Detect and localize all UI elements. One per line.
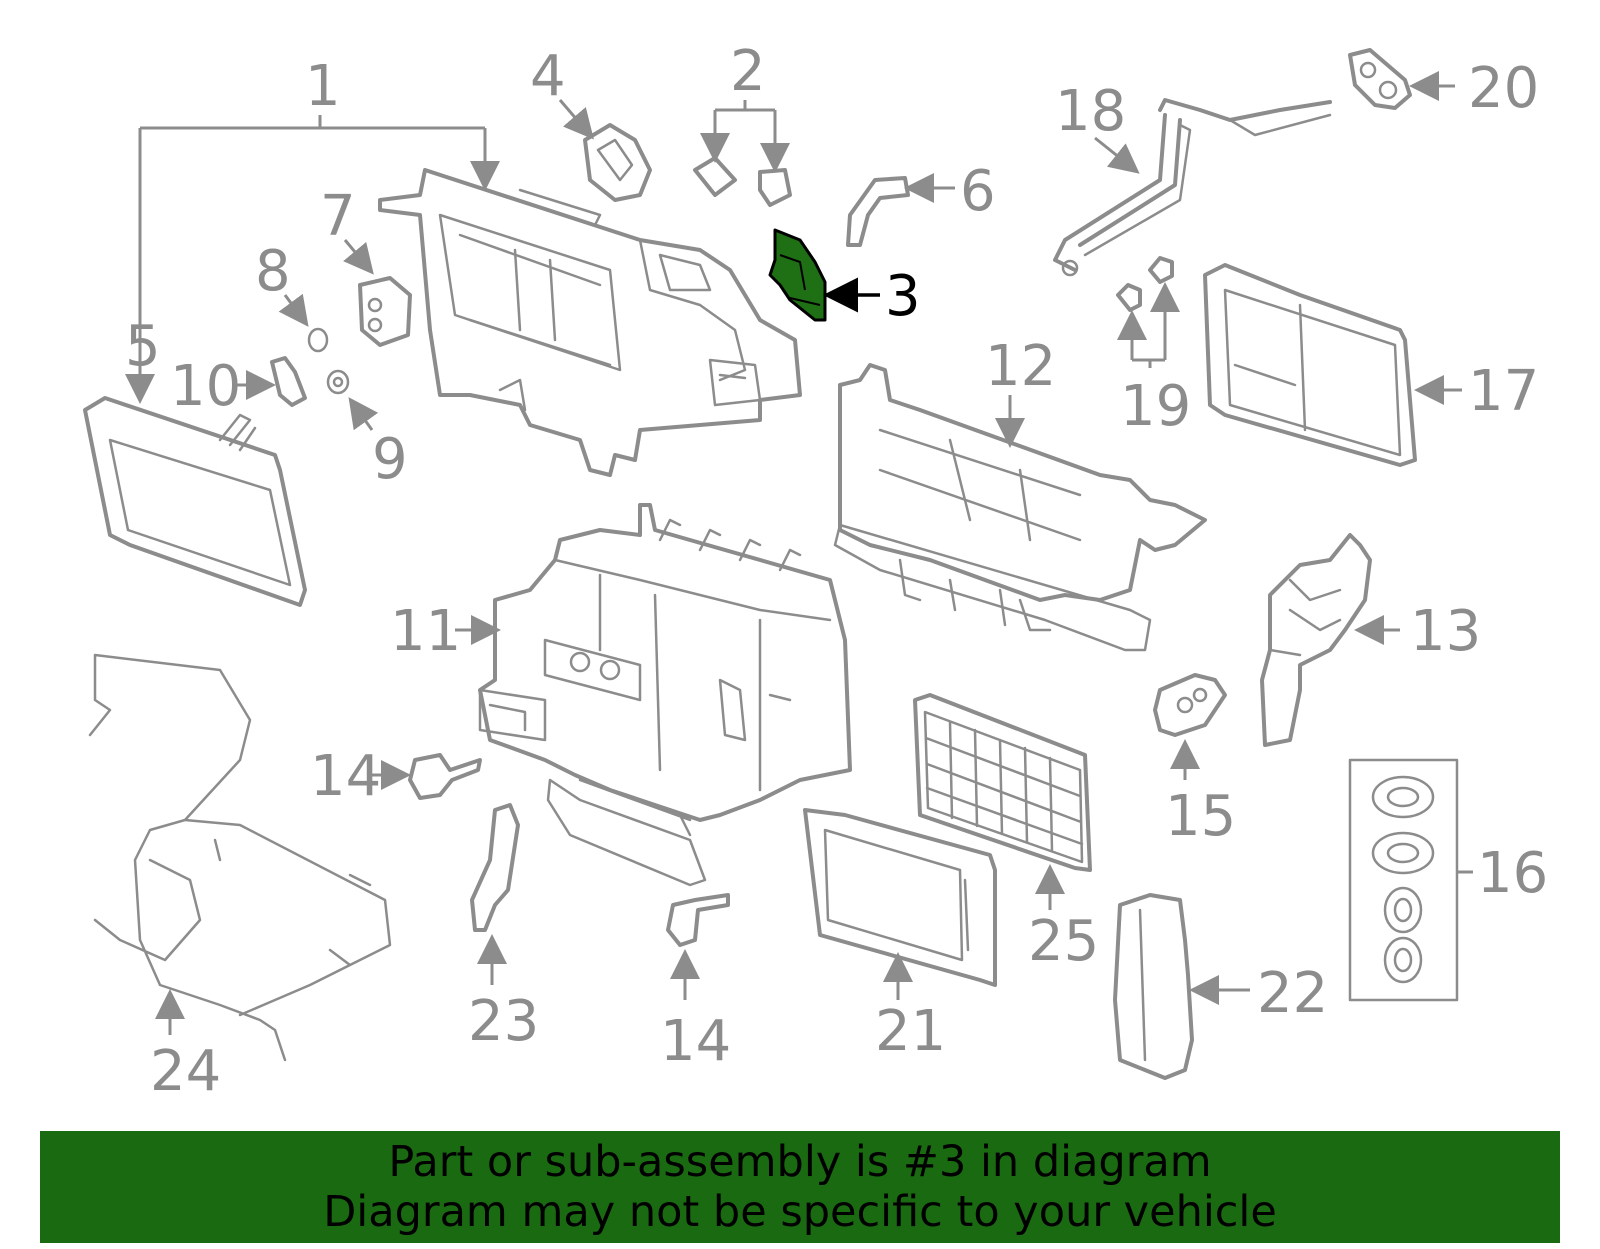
label-19: 19 [1120, 374, 1191, 439]
label-14-second: 14 [660, 1009, 731, 1074]
callout-19: 19 [1116, 256, 1191, 439]
label-4: 4 [530, 44, 566, 109]
callout-3: 3 [768, 228, 921, 329]
label-12: 12 [985, 334, 1056, 399]
callout-11: 11 [390, 503, 852, 887]
label-8: 8 [255, 239, 291, 304]
callout-17: 17 [1203, 263, 1539, 467]
label-20: 20 [1468, 56, 1539, 121]
callout-18: 18 [1053, 79, 1332, 277]
label-3: 3 [885, 264, 921, 329]
label-6: 6 [960, 159, 996, 224]
label-25: 25 [1028, 909, 1099, 974]
callout-21: 21 [803, 808, 997, 1064]
label-22: 22 [1257, 961, 1328, 1026]
label-13: 13 [1410, 599, 1481, 664]
callout-13: 13 [1260, 533, 1481, 747]
footer-banner: Part or sub-assembly is #3 in diagram Di… [40, 1131, 1560, 1243]
callout-5: 5 [83, 314, 307, 607]
callout-6: 6 [846, 159, 996, 247]
callout-16: 16 [1348, 758, 1548, 1002]
callout-7: 7 [320, 184, 412, 347]
parts-diagram: 1 2 3 4 6 7 [83, 39, 1548, 1104]
label-2: 2 [730, 39, 766, 104]
label-7: 7 [320, 184, 356, 249]
callout-15: 15 [1153, 673, 1236, 849]
footer-line-2: Diagram may not be specific to your vehi… [323, 1187, 1277, 1237]
callout-25: 25 [913, 693, 1099, 974]
callout-12: 12 [833, 334, 1207, 652]
callout-8: 8 [255, 239, 329, 353]
label-24: 24 [150, 1039, 221, 1104]
callout-9: 9 [326, 369, 408, 492]
callout-22: 22 [1113, 893, 1328, 1080]
upper-case-part [378, 168, 802, 477]
label-23: 23 [468, 989, 539, 1054]
callout-2: 2 [693, 39, 792, 207]
highlighted-part-3 [768, 228, 827, 322]
callout-1: 1 [125, 54, 485, 404]
label-17: 17 [1468, 359, 1539, 424]
label-9: 9 [372, 427, 408, 492]
callout-4: 4 [530, 44, 652, 202]
label-10: 10 [170, 354, 241, 419]
callout-20: 20 [1348, 48, 1539, 121]
callout-10: 10 [170, 354, 307, 419]
label-18: 18 [1055, 79, 1126, 144]
callout-14: 14 14 [310, 744, 731, 1074]
label-14: 14 [310, 744, 381, 809]
label-21: 21 [875, 999, 946, 1064]
callout-24: 24 [88, 653, 392, 1104]
footer-line-1: Part or sub-assembly is #3 in diagram [388, 1137, 1212, 1187]
label-5: 5 [125, 314, 161, 379]
label-15: 15 [1165, 784, 1236, 849]
label-11: 11 [390, 599, 461, 664]
callout-23: 23 [468, 803, 539, 1054]
label-1: 1 [305, 54, 341, 119]
label-16: 16 [1477, 841, 1548, 906]
